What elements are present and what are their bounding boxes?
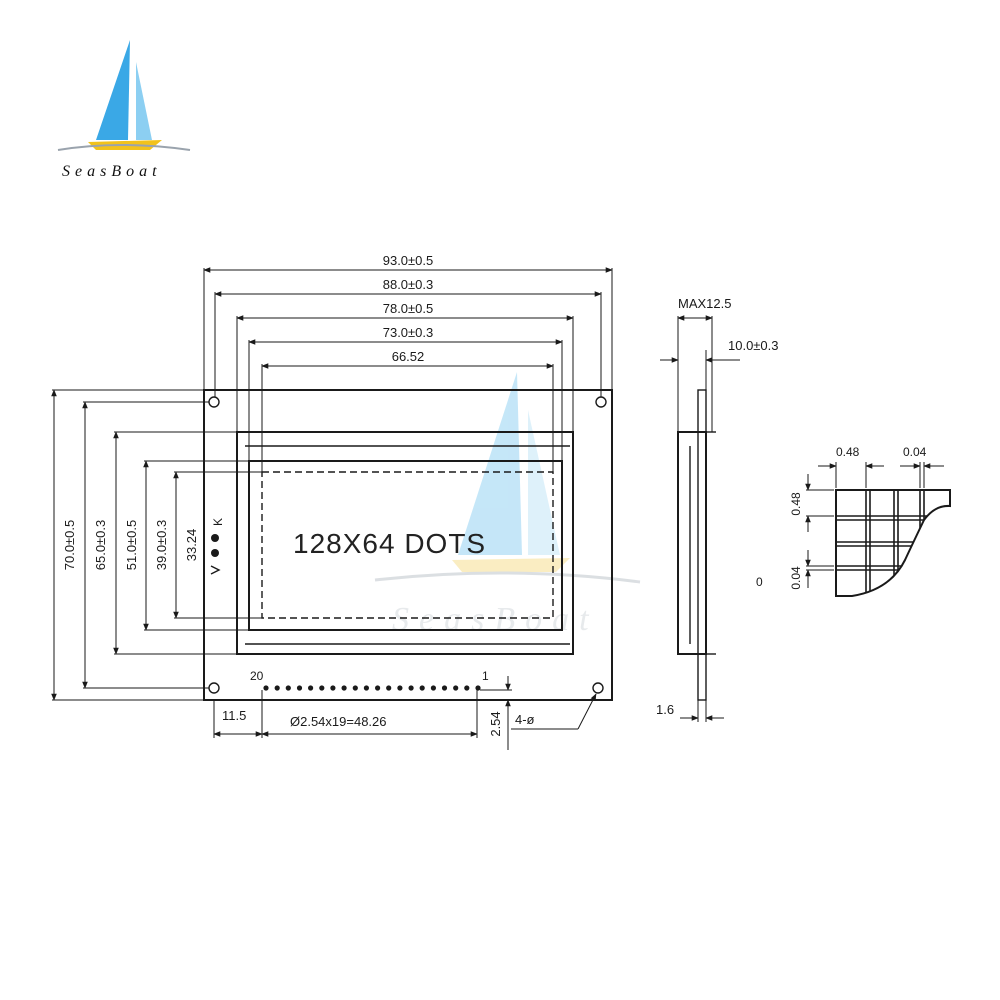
viewing-area	[248, 460, 563, 631]
dot-grid-mask	[852, 505, 960, 600]
led-symbols: K	[210, 518, 225, 575]
bottom-dimensions: 11.5 Ø2.54x19=48.26 2.54 4-ø	[213, 676, 597, 750]
watermark: SeasBoat	[374, 372, 641, 638]
pin-dot	[464, 685, 470, 691]
sail-small-icon	[136, 62, 152, 140]
pin-dot	[319, 685, 325, 691]
led-dot-icon	[211, 534, 219, 542]
width-dimensions: 93.0±0.5 88.0±0.3 78.0±0.5 73.0±0.3 66.5…	[203, 253, 613, 472]
pin-dot	[386, 685, 392, 691]
brand-name: SeasBoat	[62, 163, 162, 180]
dot-size-side: 0.48	[789, 492, 803, 516]
side-view: MAX12.5 10.0±0.3 1.6	[656, 296, 779, 722]
side-thickness: 10.0±0.3	[728, 338, 779, 353]
width-73: 73.0±0.3	[383, 325, 434, 340]
pin-dot	[285, 685, 291, 691]
watermark-sail-icon	[458, 372, 522, 555]
mount-hole-bl-icon	[208, 682, 220, 694]
width-93: 93.0±0.5	[383, 253, 434, 268]
height-70: 70.0±0.5	[62, 520, 77, 571]
pin-dot	[408, 685, 414, 691]
height-51: 51.0±0.5	[124, 520, 139, 571]
watermark-wave-icon	[374, 571, 641, 584]
pin-dot	[363, 685, 369, 691]
width-66: 66.52	[392, 349, 425, 364]
watermark-text: SeasBoat	[392, 601, 599, 638]
pin-dot	[274, 685, 280, 691]
bezel-outline	[236, 431, 574, 655]
pin-dot	[430, 685, 436, 691]
mount-hole-tr-icon	[595, 396, 607, 408]
wave-icon	[57, 144, 191, 151]
gap-side: 0.04	[789, 566, 803, 590]
side-max: MAX12.5	[678, 296, 731, 311]
front-view: 128X64 DOTS K 20 1	[203, 389, 613, 701]
pin-label-1: 1	[482, 669, 489, 683]
pcb-outline	[203, 389, 613, 701]
pin-dot	[375, 685, 381, 691]
width-78: 78.0±0.5	[383, 301, 434, 316]
side-pcb-thickness: 1.6	[656, 702, 674, 717]
height-dimensions: 70.0±0.5 65.0±0.3 51.0±0.5 39.0±0.3 33.2…	[51, 389, 262, 701]
brand-logo: SeasBoat	[57, 40, 191, 180]
pin-dot	[475, 685, 481, 691]
pin-dot	[453, 685, 459, 691]
pin-dot	[341, 685, 347, 691]
pin-header	[263, 685, 481, 691]
pin-dot	[330, 685, 336, 691]
height-39: 39.0±0.3	[154, 520, 169, 571]
width-88: 88.0±0.3	[383, 277, 434, 292]
pin-pitch: Ø2.54x19=48.26	[290, 714, 387, 729]
height-33: 33.24	[184, 529, 199, 562]
side-pcb	[697, 389, 707, 701]
dot-size-top: 0.48	[836, 445, 860, 459]
pin-dot	[263, 685, 269, 691]
led-arrow-icon	[210, 565, 221, 575]
gap-top: 0.04	[903, 445, 927, 459]
pin-spacing: 2.54	[488, 711, 503, 736]
dot-grid	[835, 489, 960, 600]
side-body	[677, 431, 707, 655]
pin-dot	[308, 685, 314, 691]
mount-hole-tl-icon	[208, 396, 220, 408]
watermark-hull-icon	[452, 558, 570, 572]
pin-label-20: 20	[250, 669, 264, 683]
active-area	[261, 471, 554, 619]
pin-dot	[352, 685, 358, 691]
dot-detail: 0.48 0.04 0.48 0.04 0	[756, 445, 960, 600]
pin-dot	[296, 685, 303, 691]
pin-dot	[441, 685, 448, 691]
holes-label: 4-ø	[515, 712, 535, 727]
dot-clip-outline	[835, 489, 951, 597]
mount-hole-br-icon	[592, 682, 604, 694]
height-65: 65.0±0.3	[93, 520, 108, 571]
sail-icon	[96, 40, 130, 140]
pin-dot	[419, 685, 425, 691]
pin-dot	[397, 685, 403, 691]
dot-origin: 0	[756, 575, 763, 589]
led-k-icon: K	[211, 518, 225, 526]
offset-11-5: 11.5	[222, 708, 246, 723]
led-dot2-icon	[211, 549, 219, 557]
center-text: 128X64 DOTS	[293, 528, 486, 559]
